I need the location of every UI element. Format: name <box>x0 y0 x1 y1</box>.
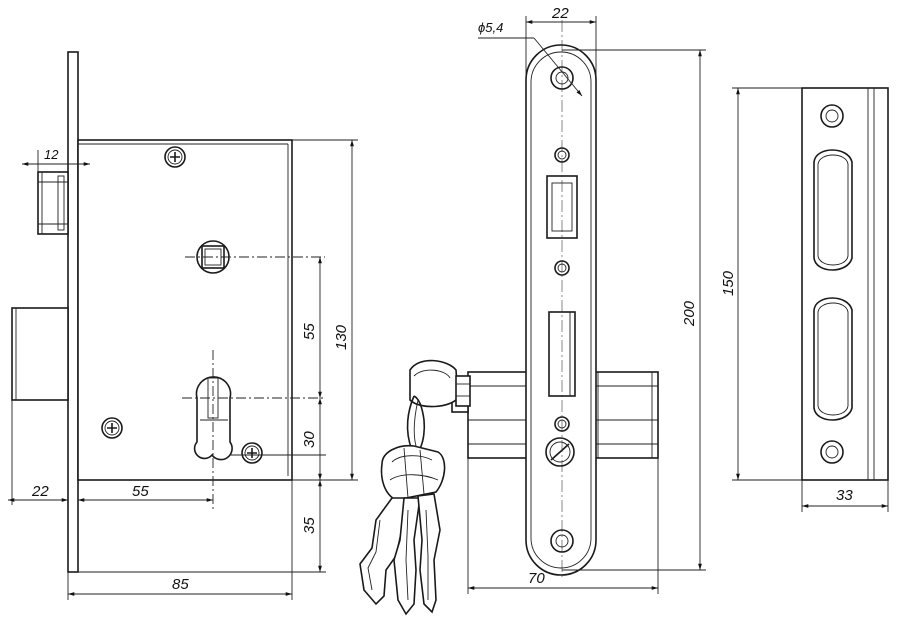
lock-body-side-view <box>11 51 325 573</box>
screw-top <box>164 146 186 168</box>
screw-bottom-left <box>101 417 123 439</box>
dim-55-vertical: 55 <box>301 323 318 340</box>
dim-30: 30 <box>301 431 318 448</box>
strike-plate <box>801 87 889 481</box>
dim-35: 35 <box>301 517 318 534</box>
dim-22-top: 22 <box>551 5 569 22</box>
strike-hole-bottom <box>820 440 844 464</box>
latch-bolt <box>37 171 69 235</box>
keys <box>359 359 471 616</box>
strike-slot-latch <box>813 149 853 271</box>
dim-85: 85 <box>172 576 189 593</box>
key-head <box>380 444 446 501</box>
faceplate-front-view <box>451 20 659 580</box>
dim-33: 33 <box>836 487 853 504</box>
middle-view-dimensions: ϕ5,4 22 200 70 <box>467 5 706 594</box>
strike-plate-view <box>801 87 889 481</box>
dim-55-horizontal: 55 <box>132 483 149 500</box>
strike-hole-top <box>820 104 844 128</box>
faceplate-front <box>525 44 597 576</box>
key-blade-2 <box>393 497 421 616</box>
key-blade-3 <box>417 493 441 614</box>
dim-200: 200 <box>681 300 698 327</box>
right-view-dimensions: 150 33 <box>720 87 889 512</box>
screw-bottom-right <box>241 442 263 464</box>
cylinder-screw <box>545 437 575 467</box>
strike-slot-bolt <box>813 297 853 421</box>
dim-150: 150 <box>720 270 737 296</box>
key-bows-top <box>409 359 471 408</box>
dim-70: 70 <box>528 570 545 587</box>
left-view-dimensions: 12 22 55 85 130 55 30 35 <box>8 139 358 600</box>
dim-130: 130 <box>333 324 350 350</box>
faceplate <box>67 51 79 573</box>
dim-22-left: 22 <box>31 483 49 500</box>
dim-12: 12 <box>44 147 59 162</box>
dead-bolt <box>11 307 69 401</box>
dim-phi-5-4: ϕ5,4 <box>478 20 503 35</box>
